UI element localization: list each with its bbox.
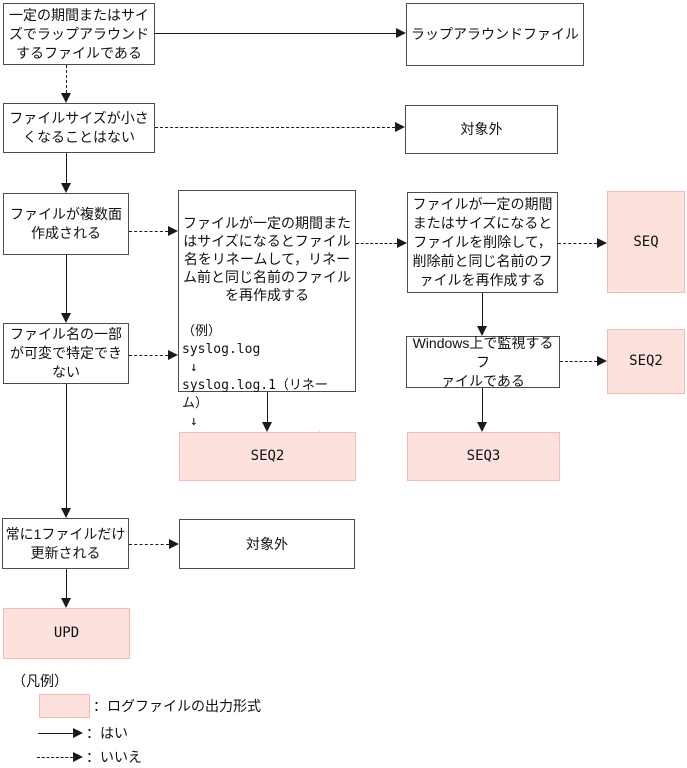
- rename-recreate-description: ファイルが一定の期間また はサイズになるとファイル 名をリネームして，リネー ム…: [183, 215, 351, 303]
- box-wrap-around-condition: 一定の期間またはサイ ズでラップアラウンド するファイルである: [3, 3, 155, 65]
- box-excluded-bottom: 対象外: [179, 519, 355, 569]
- box-rename-recreate: ファイルが一定の期間また はサイズになるとファイル 名をリネームして，リネー ム…: [178, 190, 356, 447]
- legend-output-swatch: [39, 694, 90, 718]
- box-output-seq2-right: SEQ2: [607, 329, 685, 394]
- box-delete-recreate: ファイルが一定の期間 またはサイズになると ファイルを削除して， 削除前と同じ名…: [407, 192, 558, 293]
- legend-yes-label: ：はい: [86, 725, 128, 741]
- box-output-seq: SEQ: [607, 191, 685, 293]
- box-output-upd: UPD: [3, 608, 130, 659]
- box-single-file-update: 常に1ファイルだけ 更新される: [2, 518, 129, 569]
- box-excluded-top: 対象外: [405, 105, 558, 154]
- box-output-seq2-mid: SEQ2: [179, 432, 356, 481]
- box-output-seq3: SEQ3: [407, 432, 560, 481]
- box-filename-variable: ファイル名の一部 が可変で特定でき ない: [3, 323, 129, 384]
- legend-output-format-label: ：ログファイルの出力形式: [93, 698, 261, 714]
- box-multiple-files: ファイルが複数面 作成される: [3, 193, 129, 255]
- box-size-never-shrinks: ファイルサイズが小さ くなることはない: [3, 103, 155, 153]
- box-wrap-around-file: ラップアラウンドファイル: [406, 3, 584, 66]
- legend-no-label: ：いいえ: [86, 749, 142, 765]
- legend-title: （凡例）: [12, 673, 68, 689]
- box-windows-monitor: Windows上で監視するフ ァイルである: [406, 335, 560, 389]
